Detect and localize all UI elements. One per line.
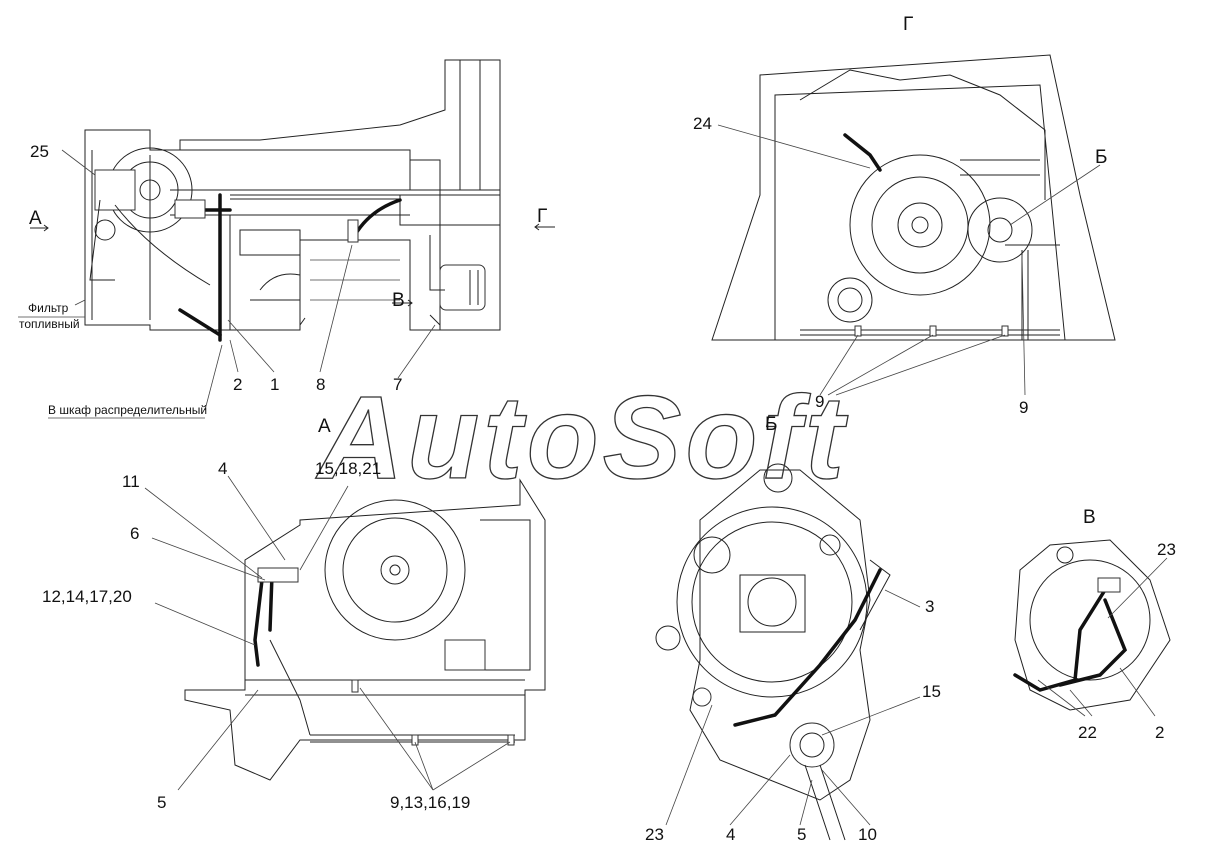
callout-2-v: 2 xyxy=(1155,723,1164,742)
callout-5-a: 5 xyxy=(157,793,166,812)
view-g-drawing xyxy=(711,54,1116,396)
section-mark-g: Г xyxy=(537,206,547,227)
section-mark-v: В xyxy=(392,290,405,311)
view-title-v: В xyxy=(1083,507,1096,528)
callout-15-18-21: 15,18,21 xyxy=(315,459,381,478)
callout-6: 6 xyxy=(130,524,139,543)
main-side-view xyxy=(18,59,555,419)
callout-8: 8 xyxy=(316,375,325,394)
view-b-drawing xyxy=(655,463,921,841)
callout-12-14-17-20: 12,14,17,20 xyxy=(42,587,132,606)
callout-4-b: 4 xyxy=(726,825,735,844)
callout-11: 11 xyxy=(122,472,140,491)
callout-5-b: 5 xyxy=(797,825,806,844)
callout-25: 25 xyxy=(30,142,49,161)
section-mark-a: А xyxy=(29,208,42,229)
callout-23-b: 23 xyxy=(645,825,664,844)
note-to-cabinet: В шкаф распределительный xyxy=(48,403,207,417)
view-v-drawing xyxy=(1013,539,1171,717)
view-title-a: А xyxy=(318,416,331,437)
watermark-text: AutoSoft xyxy=(315,372,849,504)
callout-23-v: 23 xyxy=(1157,540,1176,559)
callout-7: 7 xyxy=(393,375,402,394)
callout-9-left: 9 xyxy=(815,392,824,411)
callout-9-right: 9 xyxy=(1019,398,1028,417)
callout-10: 10 xyxy=(858,825,877,844)
callout-4-a: 4 xyxy=(218,459,227,478)
note-fuel-filter-1: Фильтр xyxy=(28,301,69,315)
callout-2: 2 xyxy=(233,375,242,394)
view-a-drawing xyxy=(144,475,546,791)
callout-24: 24 xyxy=(693,114,712,133)
callout-22: 22 xyxy=(1078,723,1097,742)
view-title-g: Г xyxy=(903,14,913,35)
callout-3: 3 xyxy=(925,597,934,616)
section-mark-b: Б xyxy=(1095,147,1107,168)
view-title-b: Б xyxy=(765,414,777,435)
callout-9-13-16-19: 9,13,16,19 xyxy=(390,793,470,812)
callout-1: 1 xyxy=(270,375,279,394)
note-fuel-filter-2: топливный xyxy=(19,317,80,331)
callout-15-b: 15 xyxy=(922,682,941,701)
